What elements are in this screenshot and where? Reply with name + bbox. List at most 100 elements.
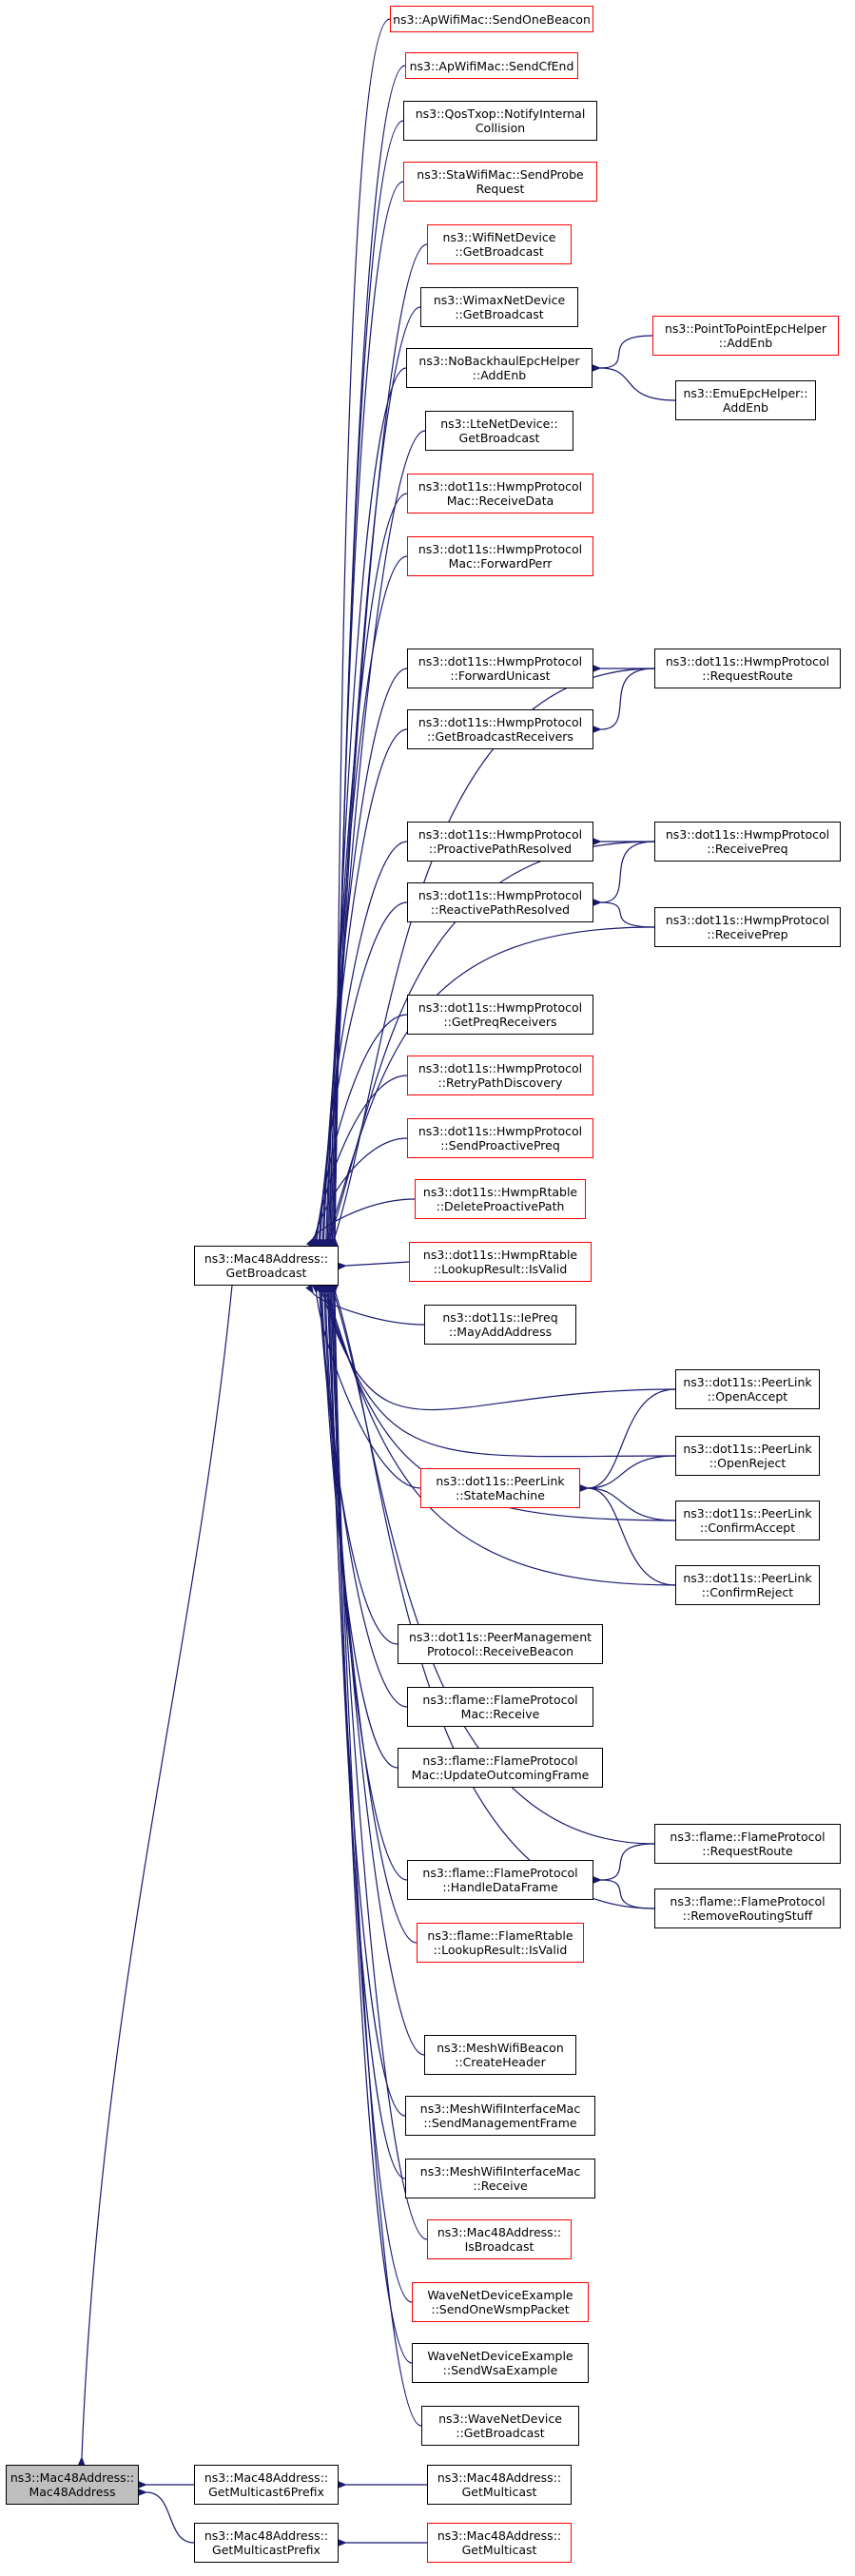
node-c27[interactable]: ns3::MeshWifiBeacon::CreateHeader	[424, 2035, 576, 2075]
node-label-line: ::GetPreqReceivers	[443, 1015, 557, 1029]
node-c7[interactable]: ns3::NoBackhaulEpcHelper::AddEnb	[406, 348, 593, 388]
node-label-line: GetBroadcast	[458, 431, 540, 445]
edge-gb-c11	[320, 668, 408, 1248]
node-label-line: Mac::Receive	[460, 1707, 540, 1721]
node-label-line: ::RetryPathDiscovery	[437, 1075, 563, 1090]
node-mc6p[interactable]: ns3::Mac48Address::GetMulticast6Prefix	[194, 2465, 339, 2505]
edge-root-mcp	[137, 2488, 195, 2544]
node-c32[interactable]: WaveNetDeviceExample::SendWsaExample	[412, 2343, 589, 2383]
node-c16[interactable]: ns3::dot11s::HwmpProtocol::RetryPathDisc…	[407, 1056, 593, 1095]
node-c8[interactable]: ns3::LteNetDevice::GetBroadcast	[425, 411, 573, 451]
edge-gb-c6	[326, 306, 421, 1248]
edge-gb-c2	[330, 65, 406, 1248]
node-label-line: ::SendManagementFrame	[423, 2116, 577, 2130]
node-label-line: ::CreateHeader	[455, 2055, 546, 2069]
node-label-line: ns3::dot11s::PeerLink	[436, 1474, 565, 1488]
node-label-line: ::DeleteProactivePath	[436, 1199, 565, 1213]
node-c19[interactable]: ns3::dot11s::HwmpRtable::LookupResult::I…	[409, 1242, 592, 1282]
node-label-line: ns3::dot11s::HwmpProtocol	[418, 888, 583, 902]
node-r8[interactable]: ns3::dot11s::PeerLink::ConfirmAccept	[675, 1501, 820, 1540]
node-label-line: ::HandleDataFrame	[442, 1880, 558, 1894]
node-label-line: Mac::UpdateOutcomingFrame	[411, 1768, 590, 1782]
node-label-line: ns3::dot11s::HwmpProtocol	[418, 715, 583, 729]
node-label-line: ns3::dot11s::HwmpProtocol	[418, 1061, 583, 1075]
node-label-line: ::SendProactivePreq	[440, 1138, 560, 1152]
node-label-line: ::SendWsaExample	[442, 2363, 558, 2377]
node-c6[interactable]: ns3::WimaxNetDevice::GetBroadcast	[420, 287, 578, 327]
edge-gb-r11	[329, 1284, 655, 1909]
node-r10[interactable]: ns3::flame::FlameProtocol::RequestRoute	[654, 1824, 841, 1864]
node-c31[interactable]: WaveNetDeviceExample::SendOneWsmpPacket	[412, 2282, 589, 2322]
node-r9[interactable]: ns3::dot11s::PeerLink::ConfirmReject	[675, 1565, 820, 1605]
node-c11[interactable]: ns3::dot11s::HwmpProtocol::ForwardUnicas…	[407, 649, 593, 688]
node-c29[interactable]: ns3::MeshWifiInterfaceMac::Receive	[405, 2159, 595, 2198]
node-r7[interactable]: ns3::dot11s::PeerLink::OpenReject	[675, 1436, 820, 1476]
edge-gb-c18	[305, 1198, 416, 1248]
node-r2[interactable]: ns3::EmuEpcHelper::AddEnb	[675, 380, 816, 420]
node-label-line: ns3::dot11s::IePreq	[442, 1310, 558, 1325]
node-label-line: Mac::ReceiveData	[446, 494, 554, 508]
node-c15[interactable]: ns3::dot11s::HwmpProtocol::GetPreqReceiv…	[407, 995, 593, 1035]
node-label-line: ns3::flame::FlameProtocol	[670, 1894, 826, 1908]
node-gm1[interactable]: ns3::Mac48Address::GetMulticast	[427, 2465, 572, 2505]
node-c20[interactable]: ns3::dot11s::IePreq::MayAddAddress	[424, 1305, 576, 1345]
node-r6[interactable]: ns3::dot11s::PeerLink::OpenAccept	[675, 1369, 820, 1409]
node-label-line: Protocol::ReceiveBeacon	[426, 1644, 574, 1658]
node-c21[interactable]: ns3::dot11s::PeerLink::StateMachine	[420, 1468, 580, 1508]
node-c30[interactable]: ns3::Mac48Address::IsBroadcast	[427, 2219, 572, 2259]
node-label-line: GetMulticast	[461, 2485, 537, 2499]
node-gb[interactable]: ns3::Mac48Address::GetBroadcast	[194, 1246, 339, 1286]
node-c28[interactable]: ns3::MeshWifiInterfaceMac::SendManagemen…	[405, 2096, 595, 2136]
node-c1[interactable]: ns3::ApWifiMac::SendOneBeacon	[390, 6, 593, 32]
node-c17[interactable]: ns3::dot11s::HwmpProtocol::SendProactive…	[407, 1118, 593, 1158]
node-r4[interactable]: ns3::dot11s::HwmpProtocol::ReceivePreq	[654, 822, 841, 862]
node-label-line: ns3::dot11s::HwmpProtocol	[418, 827, 583, 842]
node-label-line: ns3::MeshWifiInterfaceMac	[419, 2101, 581, 2116]
node-r1[interactable]: ns3::PointToPointEpcHelper::AddEnb	[652, 316, 839, 356]
node-r3[interactable]: ns3::dot11s::HwmpProtocol::RequestRoute	[654, 649, 841, 688]
node-c25[interactable]: ns3::flame::FlameProtocol::HandleDataFra…	[407, 1860, 593, 1900]
node-label-line: ::ConfirmAccept	[699, 1520, 796, 1535]
node-label-line: ns3::dot11s::HwmpProtocol	[418, 1124, 583, 1138]
node-label-line: ns3::Mac48Address::	[204, 2470, 329, 2485]
node-c5[interactable]: ns3::WifiNetDevice::GetBroadcast	[427, 224, 572, 264]
node-label-line: ::GetBroadcastReceivers	[427, 729, 573, 744]
node-label-line: ::GetBroadcast	[456, 2426, 545, 2440]
node-label-line: ns3::dot11s::HwmpProtocol	[665, 827, 830, 842]
node-label-line: ::LookupResult::IsValid	[433, 1262, 568, 1276]
node-label-line: ns3::dot11s::HwmpRtable	[422, 1248, 578, 1262]
node-label-line: ::RequestRoute	[702, 668, 793, 683]
node-c33[interactable]: ns3::WaveNetDevice::GetBroadcast	[421, 2406, 579, 2446]
edge-gb-c10	[321, 555, 408, 1248]
node-c12[interactable]: ns3::dot11s::HwmpProtocol::GetBroadcastR…	[407, 709, 593, 749]
node-label-line: ::RequestRoute	[702, 1844, 793, 1858]
node-label-line: WaveNetDeviceExample	[427, 2349, 573, 2363]
node-r11[interactable]: ns3::flame::FlameProtocol::RemoveRouting…	[654, 1888, 841, 1928]
node-label-line: ::AddEnb	[718, 336, 773, 350]
node-label-line: ns3::PointToPointEpcHelper	[664, 321, 827, 336]
node-c13[interactable]: ns3::dot11s::HwmpProtocol::ProactivePath…	[407, 822, 593, 862]
node-label-line: GetMulticast6Prefix	[208, 2485, 324, 2499]
node-r5[interactable]: ns3::dot11s::HwmpProtocol::ReceivePrep	[654, 907, 841, 947]
node-label-line: ns3::dot11s::HwmpProtocol	[418, 654, 583, 668]
node-mcp[interactable]: ns3::Mac48Address::GetMulticastPrefix	[194, 2523, 339, 2563]
edge-c21-r7	[578, 1455, 676, 1493]
node-c18[interactable]: ns3::dot11s::HwmpRtable::DeleteProactive…	[415, 1179, 586, 1219]
node-c14[interactable]: ns3::dot11s::HwmpProtocol::ReactivePathR…	[407, 882, 593, 922]
node-label-line: ns3::dot11s::HwmpProtocol	[418, 542, 583, 556]
node-c26[interactable]: ns3::flame::FlameRtable::LookupResult::I…	[417, 1923, 584, 1963]
node-label-line: ::GetBroadcast	[455, 244, 544, 259]
node-c2[interactable]: ns3::ApWifiMac::SendCfEnd	[405, 52, 578, 79]
edge-c12-r3	[592, 668, 655, 734]
node-label-line: Request	[476, 182, 525, 196]
node-label-line: ns3::NoBackhaulEpcHelper	[418, 354, 580, 368]
node-gm2[interactable]: ns3::Mac48Address::GetMulticast	[427, 2523, 572, 2563]
